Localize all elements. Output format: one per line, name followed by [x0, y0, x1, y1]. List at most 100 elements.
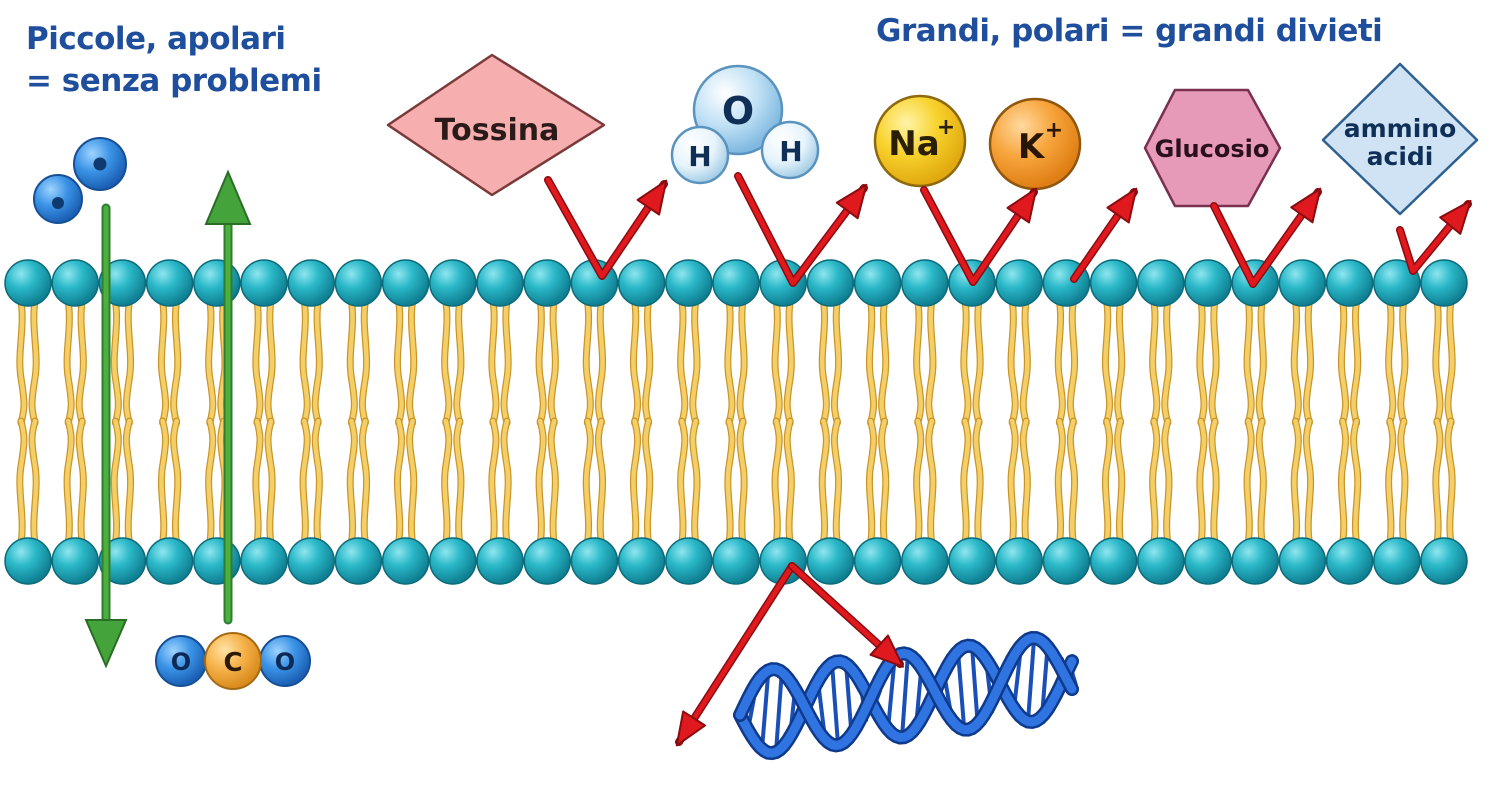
lipid-tail [159, 298, 168, 426]
lipid-tail [442, 418, 452, 546]
phospholipid-head-bottom [193, 537, 241, 585]
lipid-tail [111, 418, 121, 546]
dna-base-pair [1026, 637, 1036, 724]
lipid-tail [76, 298, 86, 426]
phospholipid-head-bottom [1231, 537, 1279, 585]
lipid-tail [879, 298, 889, 426]
phospholipid-head-bottom [51, 537, 99, 585]
phospholipid-head-top [806, 259, 855, 307]
lipid-tail [1162, 418, 1172, 546]
phospholipid-head-bottom [98, 537, 147, 585]
phospholipid-head-bottom [948, 537, 996, 585]
lipid-tail [395, 418, 404, 546]
lipid-tail [1103, 418, 1112, 546]
lipid-tail [832, 418, 841, 546]
lipid-tail [1008, 298, 1018, 426]
arrowhead-icon [675, 710, 707, 747]
lipid-tail [1244, 418, 1254, 546]
lipid-tail [819, 418, 829, 546]
lipid-tail [1150, 298, 1160, 426]
lipid-tail [867, 418, 876, 546]
lipid-tail [64, 418, 74, 546]
lipid-tail [690, 418, 700, 546]
sodium-bounce-arrow [920, 186, 1038, 286]
lipid-tail [489, 418, 499, 546]
phospholipid-head-top [193, 259, 241, 307]
lipid-tail [407, 298, 417, 426]
phospholipid-head-top [901, 259, 949, 307]
lipid-tail [879, 418, 889, 546]
dna-bounce-arrow-right [788, 562, 904, 668]
lipid-tail [961, 298, 971, 426]
lipid-tail [111, 298, 121, 426]
phospholipid-head-top [476, 259, 524, 307]
dna-base-pair [830, 661, 840, 747]
lipid-tail [1386, 418, 1396, 546]
phospholipid-head-bottom [806, 537, 855, 585]
lipid-tail [171, 418, 181, 546]
phospholipid-head-top [712, 259, 760, 307]
heading-large-polar: Grandi, polari = grandi divieti [876, 13, 1383, 49]
arrowhead-icon [835, 183, 868, 220]
lipid-tail [64, 298, 74, 426]
permeable-arrows [84, 169, 252, 669]
phospholipid-head-bottom [287, 537, 335, 585]
phospholipid-head-bottom [1137, 537, 1185, 585]
potassium-ion-icon: K + [988, 97, 1082, 191]
phospholipid-head-bottom [476, 537, 524, 585]
water-hydrogen-right-label: H [779, 135, 802, 168]
heading-small-nonpolar: Piccole, apolari = senza problemi [26, 18, 366, 102]
lipid-tail [784, 418, 794, 546]
lipid-tail [737, 298, 747, 426]
phospholipid-head-top [1137, 259, 1185, 307]
amino-acids-icon: ammino acidi [1321, 62, 1479, 216]
arrowhead-icon [869, 634, 904, 668]
phospholipid-head-bottom [1278, 537, 1327, 585]
lipid-tail [1445, 298, 1455, 426]
lipid-tail [1291, 418, 1301, 546]
lipid-tail [265, 418, 275, 546]
phospholipid-head-bottom [240, 537, 288, 585]
lipid-tail [17, 418, 27, 546]
lipid-tail [1398, 418, 1408, 546]
amino-acids-label-line1: ammino [1344, 114, 1457, 143]
arrowhead-icon [1106, 187, 1138, 224]
lipid-tail [1256, 298, 1266, 426]
lipid-tail [1433, 298, 1443, 426]
amino-acids-bounce-arrow [1396, 199, 1472, 275]
dna-strand [735, 641, 1077, 758]
dna-base-pair [774, 667, 784, 755]
phospholipid-head-bottom [429, 537, 477, 585]
phospholipid-head-top [1089, 259, 1138, 307]
lipid-tail [596, 418, 605, 546]
lipid-tail [737, 418, 747, 546]
phospholipid-head-bottom [617, 537, 666, 585]
glucose-label: Glucosio [1155, 135, 1270, 163]
lipid-tail [1304, 298, 1313, 426]
lipid-tail [583, 418, 593, 546]
lipid-tail [206, 298, 216, 426]
phospholipid-head-bottom [4, 537, 52, 585]
water-bounce-arrow [734, 172, 868, 287]
lipid-tail [536, 298, 546, 426]
lipid-tail [678, 418, 688, 546]
lipid-tail [1304, 418, 1313, 546]
potassium-bounce-arrow [1070, 187, 1138, 283]
lipid-tail [1445, 418, 1455, 546]
lipid-tail [1351, 298, 1361, 426]
lipid-tail [832, 298, 841, 426]
lipid-tail [1339, 298, 1348, 426]
lipid-tail [1115, 298, 1125, 426]
lipid-tail [819, 298, 829, 426]
lipid-tail [1197, 298, 1207, 426]
phospholipid-head-bottom [995, 537, 1043, 585]
lipid-tail [171, 298, 181, 426]
lipid-tail [973, 298, 983, 426]
lipid-tails [16, 297, 1456, 547]
toxin-icon: Tossina [386, 53, 606, 197]
lipid-tail [265, 298, 275, 426]
lipid-tail [1197, 418, 1207, 546]
lipid-tail [124, 418, 133, 546]
lipid-tail [395, 298, 404, 426]
